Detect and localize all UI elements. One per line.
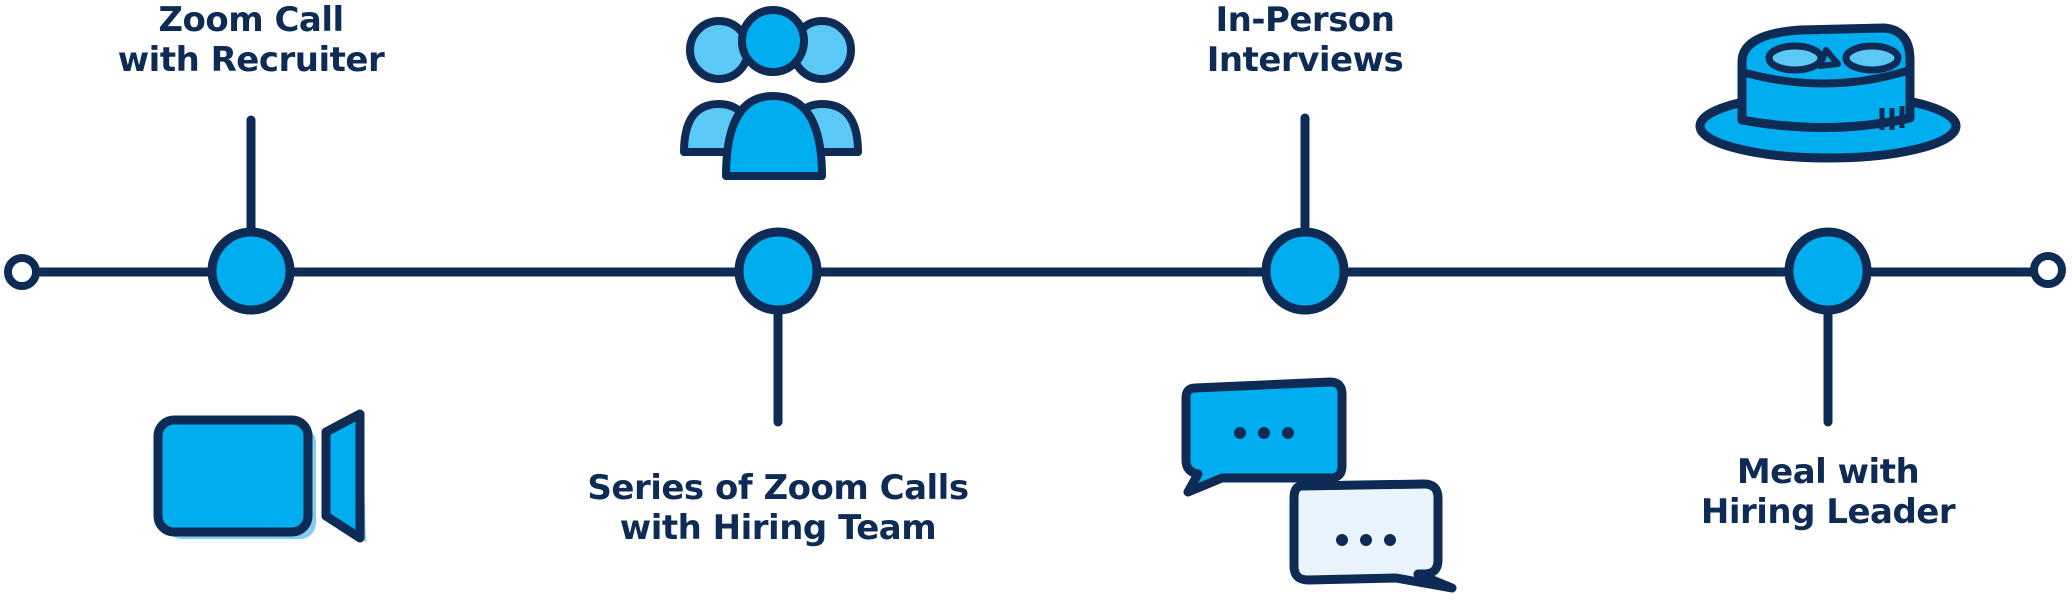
milestone-node-1 <box>207 227 295 315</box>
milestone-label-4-line-1: Meal with <box>1736 452 1920 492</box>
milestone-label-4-line-2: Hiring Leader <box>1700 492 1956 532</box>
milestone-node-3 <box>1261 227 1349 315</box>
milestone-label-2-line-1: Series of Zoom Calls <box>587 468 969 508</box>
team-people-icon <box>680 6 862 180</box>
milestone-label-4: Meal with Hiring Leader <box>1618 452 2038 532</box>
milestone-label-3-line-1: In-Person <box>1215 0 1395 40</box>
timeline-end-cap <box>2030 252 2066 288</box>
milestone-label-3: In-Person Interviews <box>1095 0 1515 80</box>
milestone-label-1: Zoom Call with Recruiter <box>41 0 461 80</box>
milestone-node-4 <box>1784 227 1872 315</box>
milestone-label-1-line-2: with Recruiter <box>117 40 385 80</box>
milestone-label-3-line-2: Interviews <box>1206 40 1404 80</box>
chat-bubbles-icon <box>1181 377 1457 593</box>
video-camera-icon <box>153 409 366 543</box>
timeline-start-cap <box>4 254 40 290</box>
steak-plate-icon <box>1695 23 1961 163</box>
milestone-label-2: Series of Zoom Calls with Hiring Team <box>568 468 988 548</box>
milestone-label-2-line-2: with Hiring Team <box>619 508 937 548</box>
milestone-label-1-line-1: Zoom Call <box>158 0 344 40</box>
milestone-node-2 <box>734 227 822 315</box>
